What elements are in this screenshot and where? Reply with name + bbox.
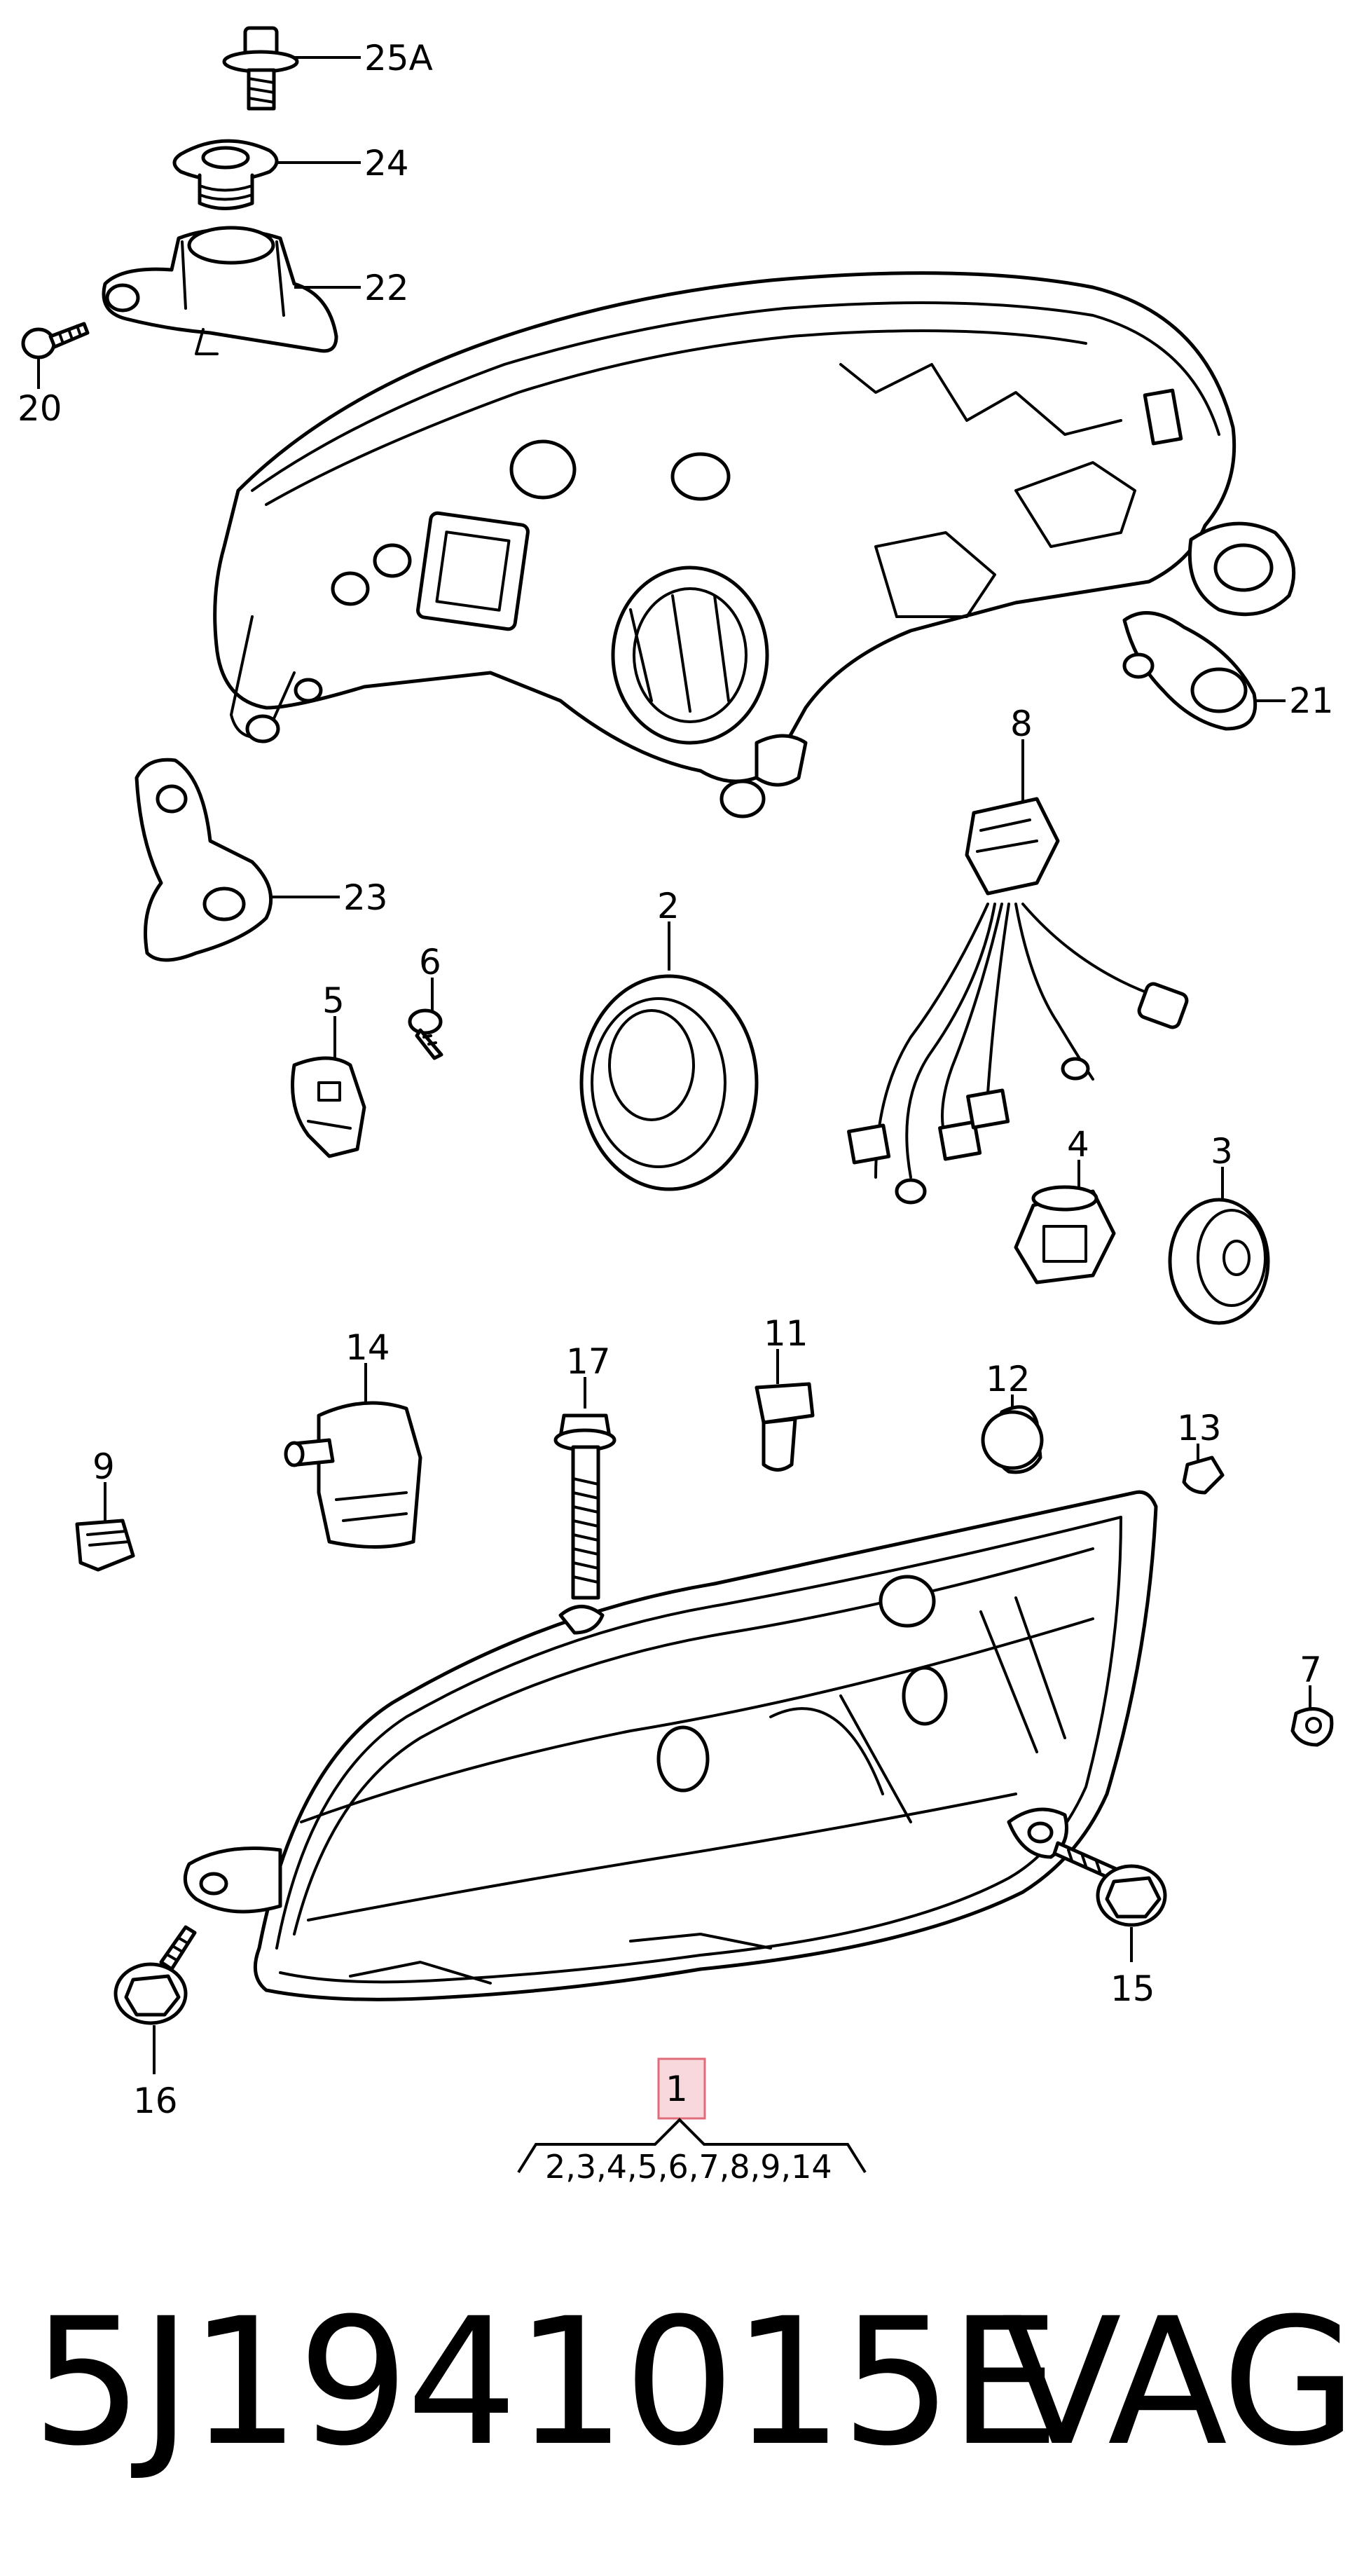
label-17: 17 xyxy=(566,1341,611,1382)
part-15-bolt xyxy=(1052,1841,1167,1962)
part-20-screw xyxy=(21,322,90,389)
label-6: 6 xyxy=(419,942,441,982)
part-9-clip xyxy=(75,1482,135,1572)
part-13-small-bulb xyxy=(1182,1444,1225,1495)
part-23-bracket xyxy=(135,758,340,962)
part-4-bulb-socket xyxy=(1014,1160,1116,1284)
label-20: 20 xyxy=(18,388,62,429)
part-7-small-clip xyxy=(1290,1685,1334,1747)
label-5: 5 xyxy=(322,980,345,1021)
part-22-bracket xyxy=(102,226,361,355)
label-7: 7 xyxy=(1300,1650,1322,1690)
label-14: 14 xyxy=(345,1327,390,1368)
label-21: 21 xyxy=(1289,680,1334,721)
label-22: 22 xyxy=(364,268,409,308)
label-23: 23 xyxy=(343,877,388,918)
part-25a-screw xyxy=(222,26,361,111)
label-11: 11 xyxy=(764,1313,808,1354)
part-headlight-housing-rear xyxy=(213,271,1296,818)
label-25a: 25A xyxy=(364,38,433,78)
label-8: 8 xyxy=(1010,704,1033,744)
part-3-grommet xyxy=(1168,1167,1270,1325)
label-15: 15 xyxy=(1110,1968,1155,2009)
label-24: 24 xyxy=(364,143,409,184)
part-12-bulb xyxy=(981,1395,1044,1474)
label-9: 9 xyxy=(92,1446,115,1487)
part-6-screw xyxy=(408,978,443,1060)
part-1-headlight-assembly xyxy=(183,1490,1158,2001)
part-5-clip xyxy=(291,1016,366,1158)
label-2: 2 xyxy=(657,886,680,926)
label-1-highlight-box xyxy=(657,2057,706,2120)
label-13: 13 xyxy=(1177,1408,1222,1448)
part-24-grommet xyxy=(172,139,361,210)
part-21-bracket xyxy=(1122,611,1286,731)
part-number: 5J1941015E xyxy=(32,2280,1060,2484)
assembly-callout: 1 2,3,4,5,6,7,8,9,14 xyxy=(517,2057,867,2186)
part-2-seal-ring xyxy=(579,922,759,1191)
part-14-adjuster-motor xyxy=(284,1363,422,1549)
label-12: 12 xyxy=(986,1359,1031,1399)
label-3: 3 xyxy=(1211,1131,1233,1172)
part-16-bolt xyxy=(113,1925,197,2074)
part-17-bolt xyxy=(553,1377,617,1600)
label-16: 16 xyxy=(133,2081,178,2121)
part-8-wiring-harness xyxy=(847,739,1189,1205)
label-1: 1 xyxy=(666,2069,688,2109)
part-11-bulb xyxy=(755,1349,815,1472)
assembly-contents-list: 2,3,4,5,6,7,8,9,14 xyxy=(545,2148,832,2186)
label-4: 4 xyxy=(1067,1124,1089,1165)
brand-name: VAG xyxy=(1002,2280,1350,2484)
